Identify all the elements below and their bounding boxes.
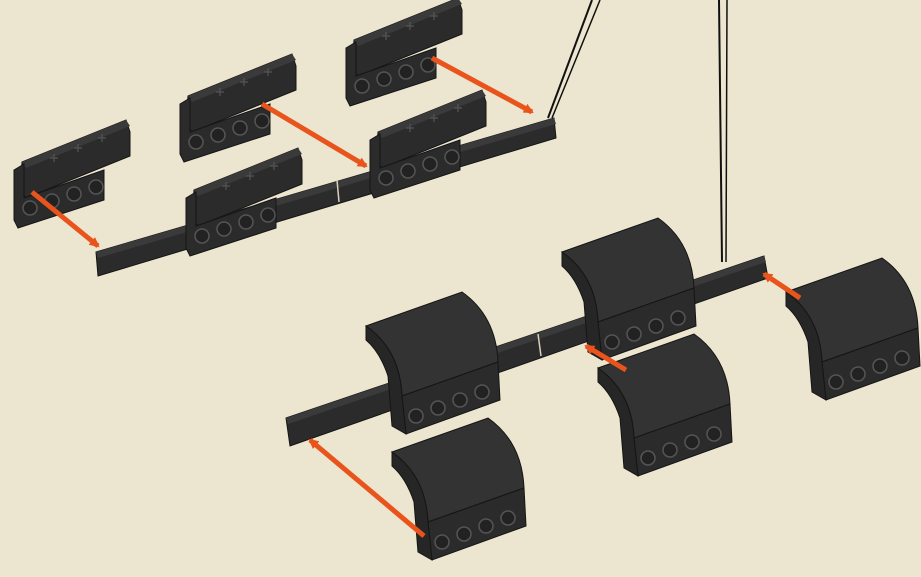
bracket-part-1	[14, 120, 130, 228]
upper-assembly	[14, 0, 556, 276]
bracket-part-3	[346, 0, 462, 106]
lower-assembly	[286, 218, 920, 560]
string-right	[719, 0, 722, 262]
arrow-lower-3	[764, 274, 800, 298]
string-right-2	[726, 0, 727, 262]
curved-slope-part-4	[598, 334, 732, 476]
string-left-2	[552, 0, 600, 118]
curved-slope-part-3	[786, 258, 920, 400]
curved-slope-part-5	[392, 418, 526, 560]
bracket-part-2	[180, 54, 296, 162]
hanging-strings	[548, 0, 727, 262]
string-left	[548, 0, 592, 118]
